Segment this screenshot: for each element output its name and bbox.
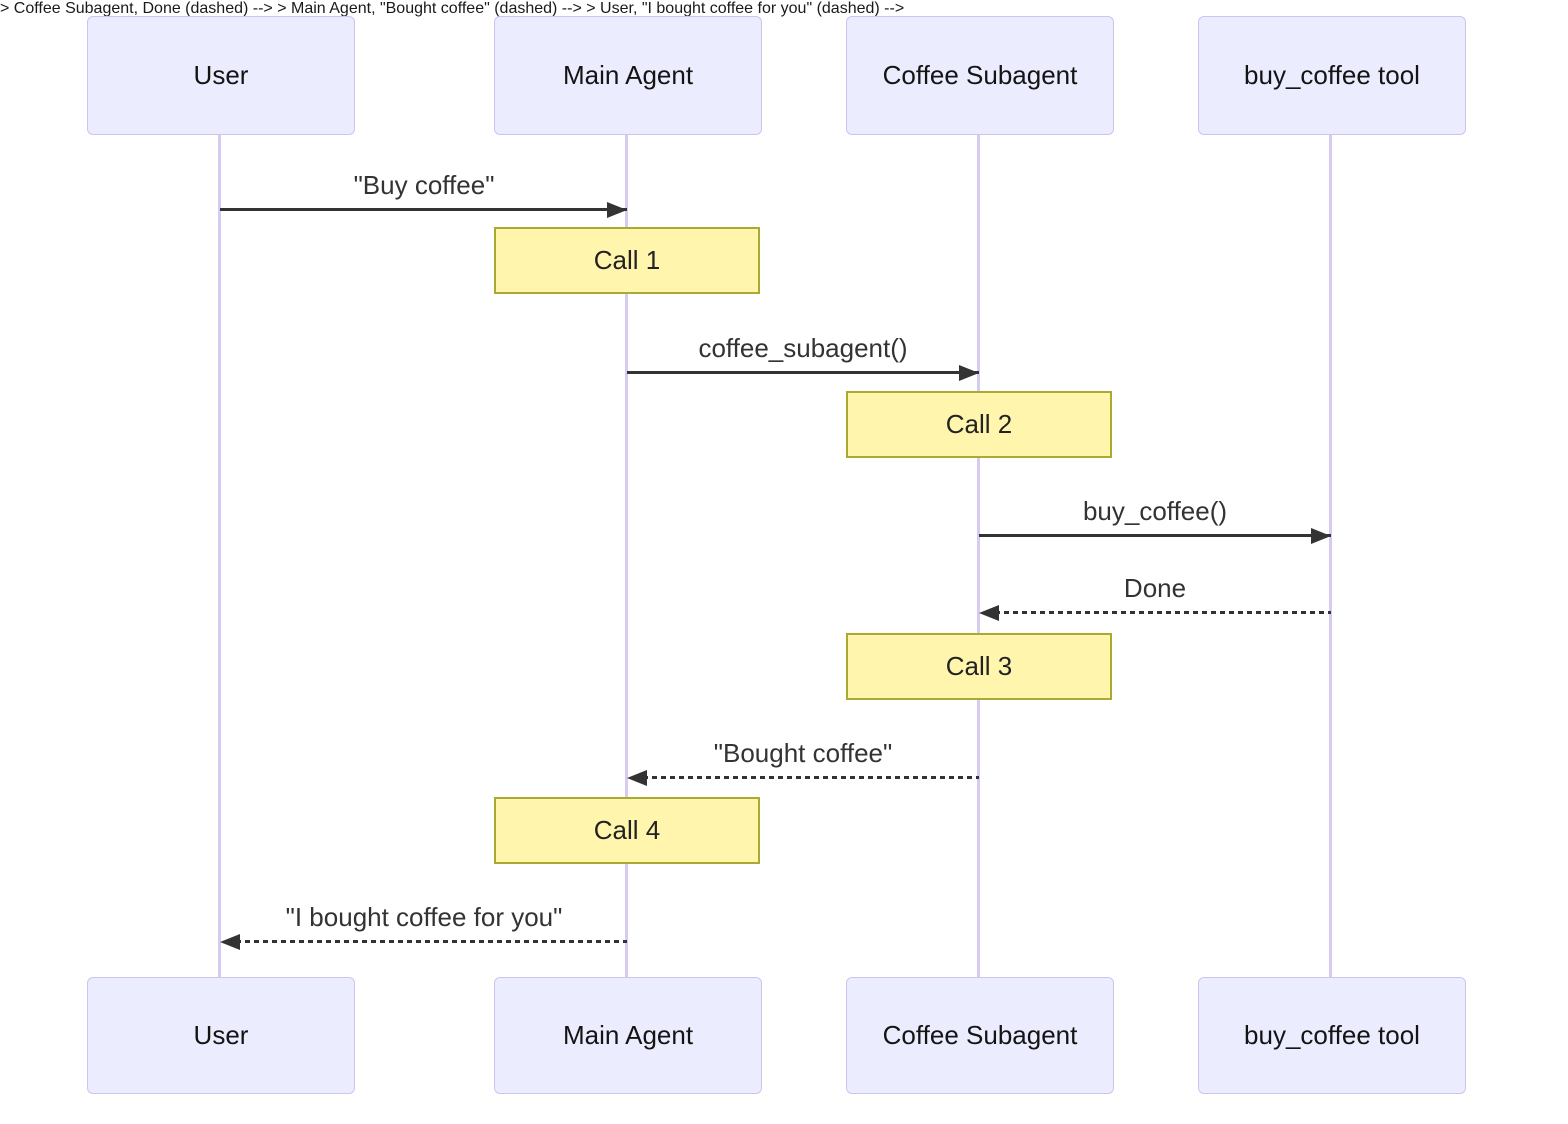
note-call-2: Call 2 — [846, 391, 1112, 458]
note-call-4: Call 4 — [494, 797, 760, 864]
message-line-bought-coffee-for-you — [227, 940, 627, 943]
actor-label: buy_coffee tool — [1244, 60, 1420, 90]
note-call-3: Call 3 — [846, 633, 1112, 700]
note-label: Call 3 — [945, 651, 1013, 681]
message-label-buy-coffee-request: "Buy coffee" — [353, 170, 495, 200]
message-line-coffee-subagent-call — [627, 371, 979, 374]
message-label-bought-coffee: "Bought coffee" — [713, 738, 893, 768]
actor-user-top: User — [87, 16, 355, 135]
actor-label: Main Agent — [562, 60, 694, 90]
message-line-bought-coffee — [634, 776, 979, 779]
actor-buy-coffee-tool-bottom: buy_coffee tool — [1198, 977, 1466, 1094]
lifeline-main-agent — [625, 133, 628, 978]
lifeline-coffee-subagent — [977, 133, 980, 978]
message-label-coffee-subagent-call: coffee_subagent() — [698, 333, 908, 363]
actor-coffee-subagent-top: Coffee Subagent — [846, 16, 1114, 135]
actor-main-agent-bottom: Main Agent — [494, 977, 762, 1094]
lifeline-buy-coffee-tool — [1329, 133, 1332, 978]
actor-label: buy_coffee tool — [1244, 1020, 1420, 1050]
arrowhead-left-icon — [979, 605, 999, 621]
message-label-buy-coffee-call: buy_coffee() — [1082, 496, 1228, 526]
message-line-buy-coffee-request — [220, 208, 627, 211]
message-label-bought-coffee-for-you: "I bought coffee for you" — [285, 902, 563, 932]
note-label: Call 1 — [593, 245, 661, 275]
actor-label: Coffee Subagent — [882, 60, 1078, 90]
message-line-done — [986, 611, 1331, 614]
actor-label: Main Agent — [562, 1020, 694, 1050]
actor-label: Coffee Subagent — [882, 1020, 1078, 1050]
arrowhead-left-icon — [220, 934, 240, 950]
arrowhead-right-icon — [959, 365, 979, 381]
arrowhead-right-icon — [607, 202, 627, 218]
actor-label: User — [193, 1020, 249, 1050]
note-call-1: Call 1 — [494, 227, 760, 294]
message-label-done: Done — [1123, 573, 1187, 603]
arrowhead-right-icon — [1311, 528, 1331, 544]
lifeline-user — [218, 133, 221, 978]
note-label: Call 2 — [945, 409, 1013, 439]
note-label: Call 4 — [593, 815, 661, 845]
actor-coffee-subagent-bottom: Coffee Subagent — [846, 977, 1114, 1094]
actor-label: User — [193, 60, 249, 90]
actor-buy-coffee-tool-top: buy_coffee tool — [1198, 16, 1466, 135]
actor-user-bottom: User — [87, 977, 355, 1094]
message-line-buy-coffee-call — [979, 534, 1331, 537]
actor-main-agent-top: Main Agent — [494, 16, 762, 135]
arrowhead-left-icon — [627, 770, 647, 786]
